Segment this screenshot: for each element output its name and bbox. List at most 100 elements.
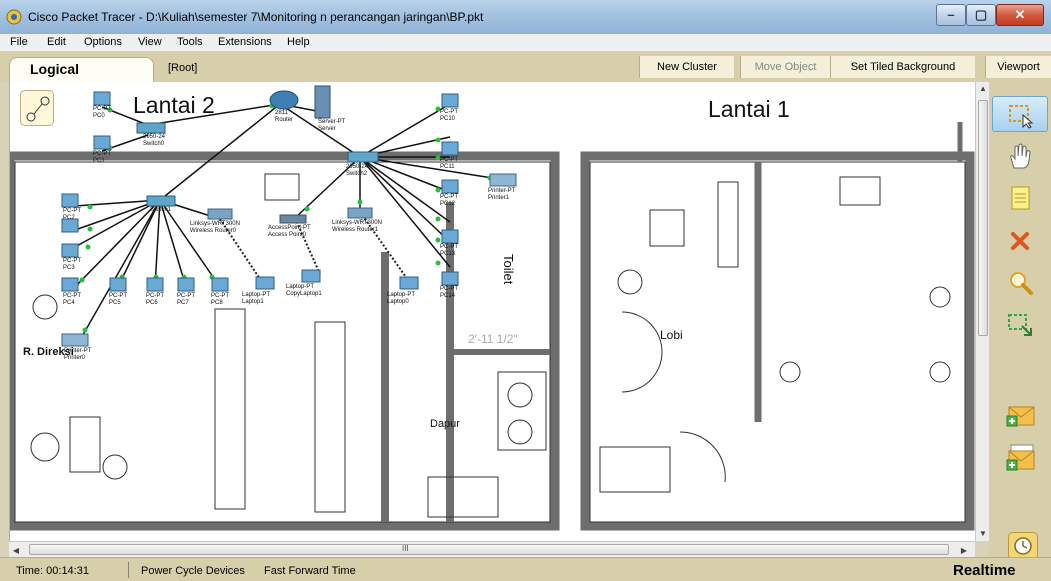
vertical-scroll-thumb[interactable]: [978, 100, 988, 336]
floor-plan: [10, 85, 975, 531]
server-device[interactable]: [314, 85, 331, 119]
viewport-button[interactable]: Viewport: [985, 56, 1051, 78]
scroll-left-icon[interactable]: ◀: [12, 546, 20, 555]
cluster-navigation-icon: [26, 96, 50, 122]
menu-extensions[interactable]: Extensions: [218, 36, 272, 48]
title-bar: Cisco Packet Tracer - D:\Kuliah\semester…: [0, 0, 1051, 34]
horizontal-scrollbar[interactable]: ◀ III ▶: [9, 541, 975, 557]
resize-shape-icon: [1008, 314, 1032, 336]
horizontal-scroll-thumb[interactable]: III: [29, 544, 949, 555]
scroll-grip: III: [402, 544, 409, 553]
menu-view[interactable]: View: [138, 36, 162, 48]
status-separator: [128, 562, 129, 578]
minimize-icon: –: [947, 7, 955, 22]
realtime-mode-label[interactable]: Realtime: [953, 562, 1016, 579]
vertical-scrollbar[interactable]: ▲ ▼: [975, 82, 989, 541]
network-links: [74, 103, 506, 341]
menu-tools[interactable]: Tools: [177, 36, 203, 48]
select-tool-button[interactable]: [992, 96, 1048, 132]
menu-bar: File Edit Options View Tools Extensions …: [0, 34, 1051, 52]
inspect-hand-tool-button[interactable]: [992, 138, 1048, 174]
scroll-down-icon[interactable]: ▼: [979, 529, 987, 538]
common-tools-bar: [989, 82, 1051, 560]
move-object-button[interactable]: Move Object: [740, 56, 830, 78]
logical-workspace-tab[interactable]: Logical: [9, 57, 154, 82]
window-title: Cisco Packet Tracer - D:\Kuliah\semester…: [28, 10, 484, 24]
minimize-button[interactable]: –: [936, 4, 966, 26]
menu-help[interactable]: Help: [287, 36, 310, 48]
select-icon: [1009, 105, 1034, 129]
new-cluster-button[interactable]: New Cluster: [639, 56, 734, 78]
close-button[interactable]: ✕: [996, 4, 1044, 26]
floor-plan-walls: [10, 122, 975, 531]
logical-workspace-canvas[interactable]: Lantai 2 Lantai 1 R. Direksi Toilet Lobi…: [9, 82, 975, 541]
dimension-label: 2'-11 1/2": [468, 332, 518, 346]
floor-label-lantai2: Lantai 2: [133, 92, 215, 118]
router-device[interactable]: [269, 90, 299, 110]
pc-devices[interactable]: [61, 91, 459, 292]
scroll-up-icon[interactable]: ▲: [979, 84, 987, 93]
printer-devices[interactable]: [61, 173, 517, 347]
add-complex-pdu-button[interactable]: [992, 438, 1048, 474]
add-complex-pdu-icon: [1006, 444, 1035, 471]
workspace-bar: Logical [Root] New Cluster Move Object S…: [0, 52, 1051, 82]
floor-label-lantai1: Lantai 1: [708, 96, 790, 122]
wireless-router-devices[interactable]: [207, 207, 373, 220]
access-point-device[interactable]: [279, 214, 307, 224]
maximize-button[interactable]: ▢: [966, 4, 996, 26]
logical-label: Logical: [30, 61, 80, 77]
delete-tool-button[interactable]: [992, 222, 1048, 258]
place-note-tool-button[interactable]: [992, 180, 1048, 216]
power-cycle-devices-button[interactable]: Power Cycle Devices: [141, 565, 245, 577]
add-simple-pdu-button[interactable]: [992, 396, 1048, 432]
resize-shape-tool-button[interactable]: [992, 306, 1048, 342]
floor-plan-furniture: [30, 173, 951, 518]
label-switch1: Switch1: [150, 207, 172, 213]
close-icon: ✕: [1014, 7, 1026, 22]
room-label-dapur: Dapur: [430, 418, 460, 430]
add-simple-pdu-icon: [1006, 406, 1035, 427]
status-bar: Time: 00:14:31 Power Cycle Devices Fast …: [0, 557, 1051, 581]
menu-edit[interactable]: Edit: [47, 36, 66, 48]
menu-options[interactable]: Options: [84, 36, 122, 48]
switch-devices[interactable]: [136, 122, 379, 207]
realtime-mode-button[interactable]: [1008, 532, 1038, 560]
scroll-right-icon[interactable]: ▶: [960, 546, 968, 555]
laptop-devices[interactable]: [255, 269, 419, 290]
fast-forward-time-button[interactable]: Fast Forward Time: [264, 565, 356, 577]
cluster-navigation-button[interactable]: [20, 90, 54, 126]
simulation-time: Time: 00:14:31: [16, 565, 89, 577]
realtime-clock-icon: [1014, 537, 1032, 555]
menu-file[interactable]: File: [10, 36, 28, 48]
delete-icon: [1011, 232, 1029, 250]
zoom-tool-button[interactable]: [992, 264, 1048, 300]
zoom-icon: [1010, 272, 1033, 295]
set-tiled-background-button[interactable]: Set Tiled Background: [830, 56, 975, 78]
wireless-links: [219, 211, 409, 283]
hand-icon: [1010, 143, 1031, 169]
